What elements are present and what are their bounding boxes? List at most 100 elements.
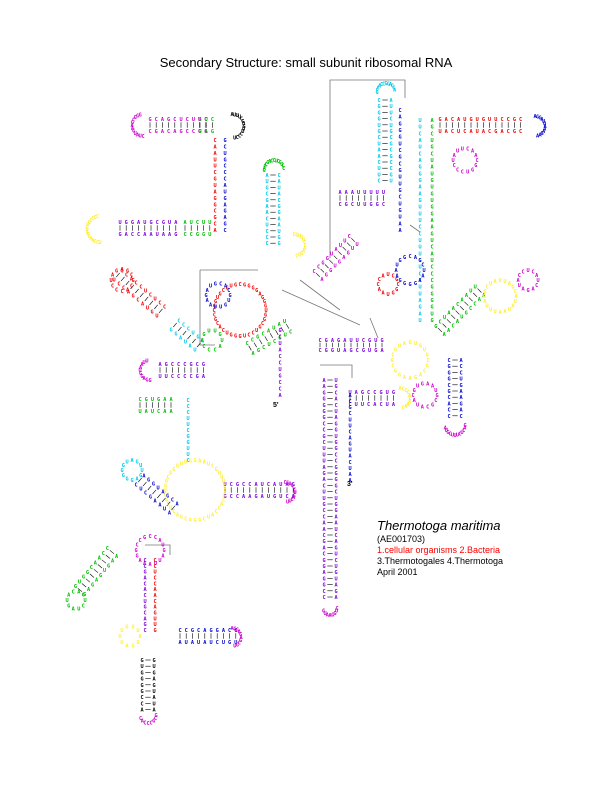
helix-nucleotide: C: [117, 282, 120, 288]
helix-nucleotide: C: [267, 482, 270, 488]
strand-nucleotide: C: [213, 209, 216, 215]
helix-nucleotide: U: [158, 374, 161, 380]
loop-nucleotide: C: [238, 282, 241, 288]
base-pair-bond: [320, 268, 325, 273]
loop-nucleotide: C: [380, 82, 383, 88]
helix-nucleotide: C: [322, 514, 325, 520]
helix-nucleotide: G: [322, 539, 325, 545]
loop-nucleotide: C: [426, 405, 429, 411]
loop-nucleotide: C: [376, 282, 379, 288]
helix-nucleotide: C: [389, 117, 392, 123]
loop-nucleotide: C: [462, 428, 465, 434]
loop-nucleotide: U: [77, 607, 80, 613]
loop-nucleotide: U: [456, 433, 459, 439]
helix-nucleotide: G: [198, 117, 201, 123]
strand-nucleotide: G: [430, 145, 433, 151]
strand-nucleotide: U: [430, 185, 433, 191]
strand-nucleotide: C: [278, 335, 281, 341]
base-pair-bond: [89, 573, 95, 578]
base-pair-bond: [324, 264, 329, 269]
helix-nucleotide: A: [95, 578, 99, 584]
loop-nucleotide: C: [203, 517, 206, 523]
loop-nucleotide: G: [219, 291, 222, 297]
helix-nucleotide: G: [334, 471, 337, 477]
loop-nucleotide: U: [163, 488, 166, 494]
loop-nucleotide: G: [262, 168, 265, 174]
loop-nucleotide: A: [238, 630, 242, 636]
strand-nucleotide: G: [430, 211, 433, 217]
loop-nucleotide: U: [207, 329, 210, 335]
loop-nucleotide: A: [389, 82, 393, 88]
loop-nucleotide: A: [408, 399, 412, 405]
loop-nucleotide: U: [466, 170, 469, 176]
loop-nucleotide: C: [292, 485, 295, 491]
helix-nucleotide: U: [208, 232, 211, 238]
helix-nucleotide: A: [158, 503, 162, 509]
helix-nucleotide: A: [334, 595, 338, 601]
loop-nucleotide: G: [125, 477, 128, 483]
strand-nucleotide: G: [430, 291, 433, 297]
base-pair-bond: [139, 292, 144, 298]
helix-nucleotide: A: [456, 319, 460, 325]
helix-nucleotide: U: [154, 296, 157, 302]
loop-nucleotide: U: [241, 129, 244, 135]
loop-nucleotide: A: [538, 133, 542, 139]
helix-nucleotide: U: [457, 129, 460, 135]
loop-nucleotide: G: [215, 467, 218, 473]
helix-nucleotide: G: [322, 502, 325, 508]
strand-nucleotide: G: [398, 208, 401, 214]
helix-nucleotide: C: [148, 129, 151, 135]
helix-nucleotide: A: [161, 129, 165, 135]
strand-nucleotide: C: [430, 131, 433, 137]
strand-nucleotide: G: [213, 202, 216, 208]
helix-nucleotide: C: [190, 232, 193, 238]
strand-nucleotide: A: [278, 393, 282, 399]
loop-nucleotide: U: [242, 127, 245, 133]
helix-nucleotide: G: [202, 232, 205, 238]
loop-nucleotide: C: [115, 288, 118, 294]
strand-nucleotide: C: [213, 222, 216, 228]
helix-nucleotide: U: [357, 190, 360, 196]
helix-nucleotide: G: [377, 129, 380, 135]
helix-nucleotide: A: [183, 220, 187, 226]
helix-nucleotide: G: [277, 204, 280, 210]
strand-nucleotide: U: [223, 189, 226, 195]
helix-nucleotide: C: [507, 129, 510, 135]
base-pair-bond: [101, 559, 107, 564]
helix-nucleotide: G: [361, 390, 364, 396]
helix-nucleotide: A: [140, 708, 144, 714]
helix-nucleotide: A: [322, 527, 326, 533]
base-pair-bond: [477, 288, 482, 293]
strand-nucleotide: U: [418, 125, 421, 131]
helix-nucleotide: A: [277, 192, 281, 198]
strand-nucleotide: A: [153, 587, 157, 593]
helix-nucleotide: G: [447, 370, 450, 376]
strand-nucleotide: G: [278, 328, 281, 334]
loop-nucleotide: A: [72, 607, 76, 613]
helix-nucleotide: G: [389, 154, 392, 160]
helix-nucleotide: G: [334, 428, 337, 434]
helix-nucleotide: C: [456, 302, 459, 308]
loop-nucleotide: C: [261, 321, 264, 327]
strand-nucleotide: A: [213, 189, 217, 195]
loop-nucleotide: U: [324, 611, 327, 617]
helix-nucleotide: G: [167, 117, 170, 123]
loop-nucleotide: G: [165, 497, 168, 503]
loop-nucleotide: G: [526, 288, 529, 294]
loop-nucleotide: G: [132, 129, 135, 135]
loop-nucleotide: G: [145, 378, 148, 384]
loop-nucleotide: A: [239, 635, 243, 641]
strand-nucleotide: C: [223, 164, 226, 170]
strand-nucleotide: C: [430, 271, 433, 277]
helix-nucleotide: G: [447, 377, 450, 383]
loop-nucleotide: A: [206, 288, 210, 294]
strand-nucleotide: C: [223, 144, 226, 150]
base-pair-bond: [173, 322, 177, 328]
strand-nucleotide: A: [223, 183, 227, 189]
loop-nucleotide: G: [263, 299, 266, 305]
loop-nucleotide: A: [494, 279, 498, 285]
loop-nucleotide: U: [222, 479, 225, 485]
helix-nucleotide: G: [369, 202, 372, 208]
helix-nucleotide: A: [248, 494, 252, 500]
loop-nucleotide: A: [141, 719, 145, 725]
